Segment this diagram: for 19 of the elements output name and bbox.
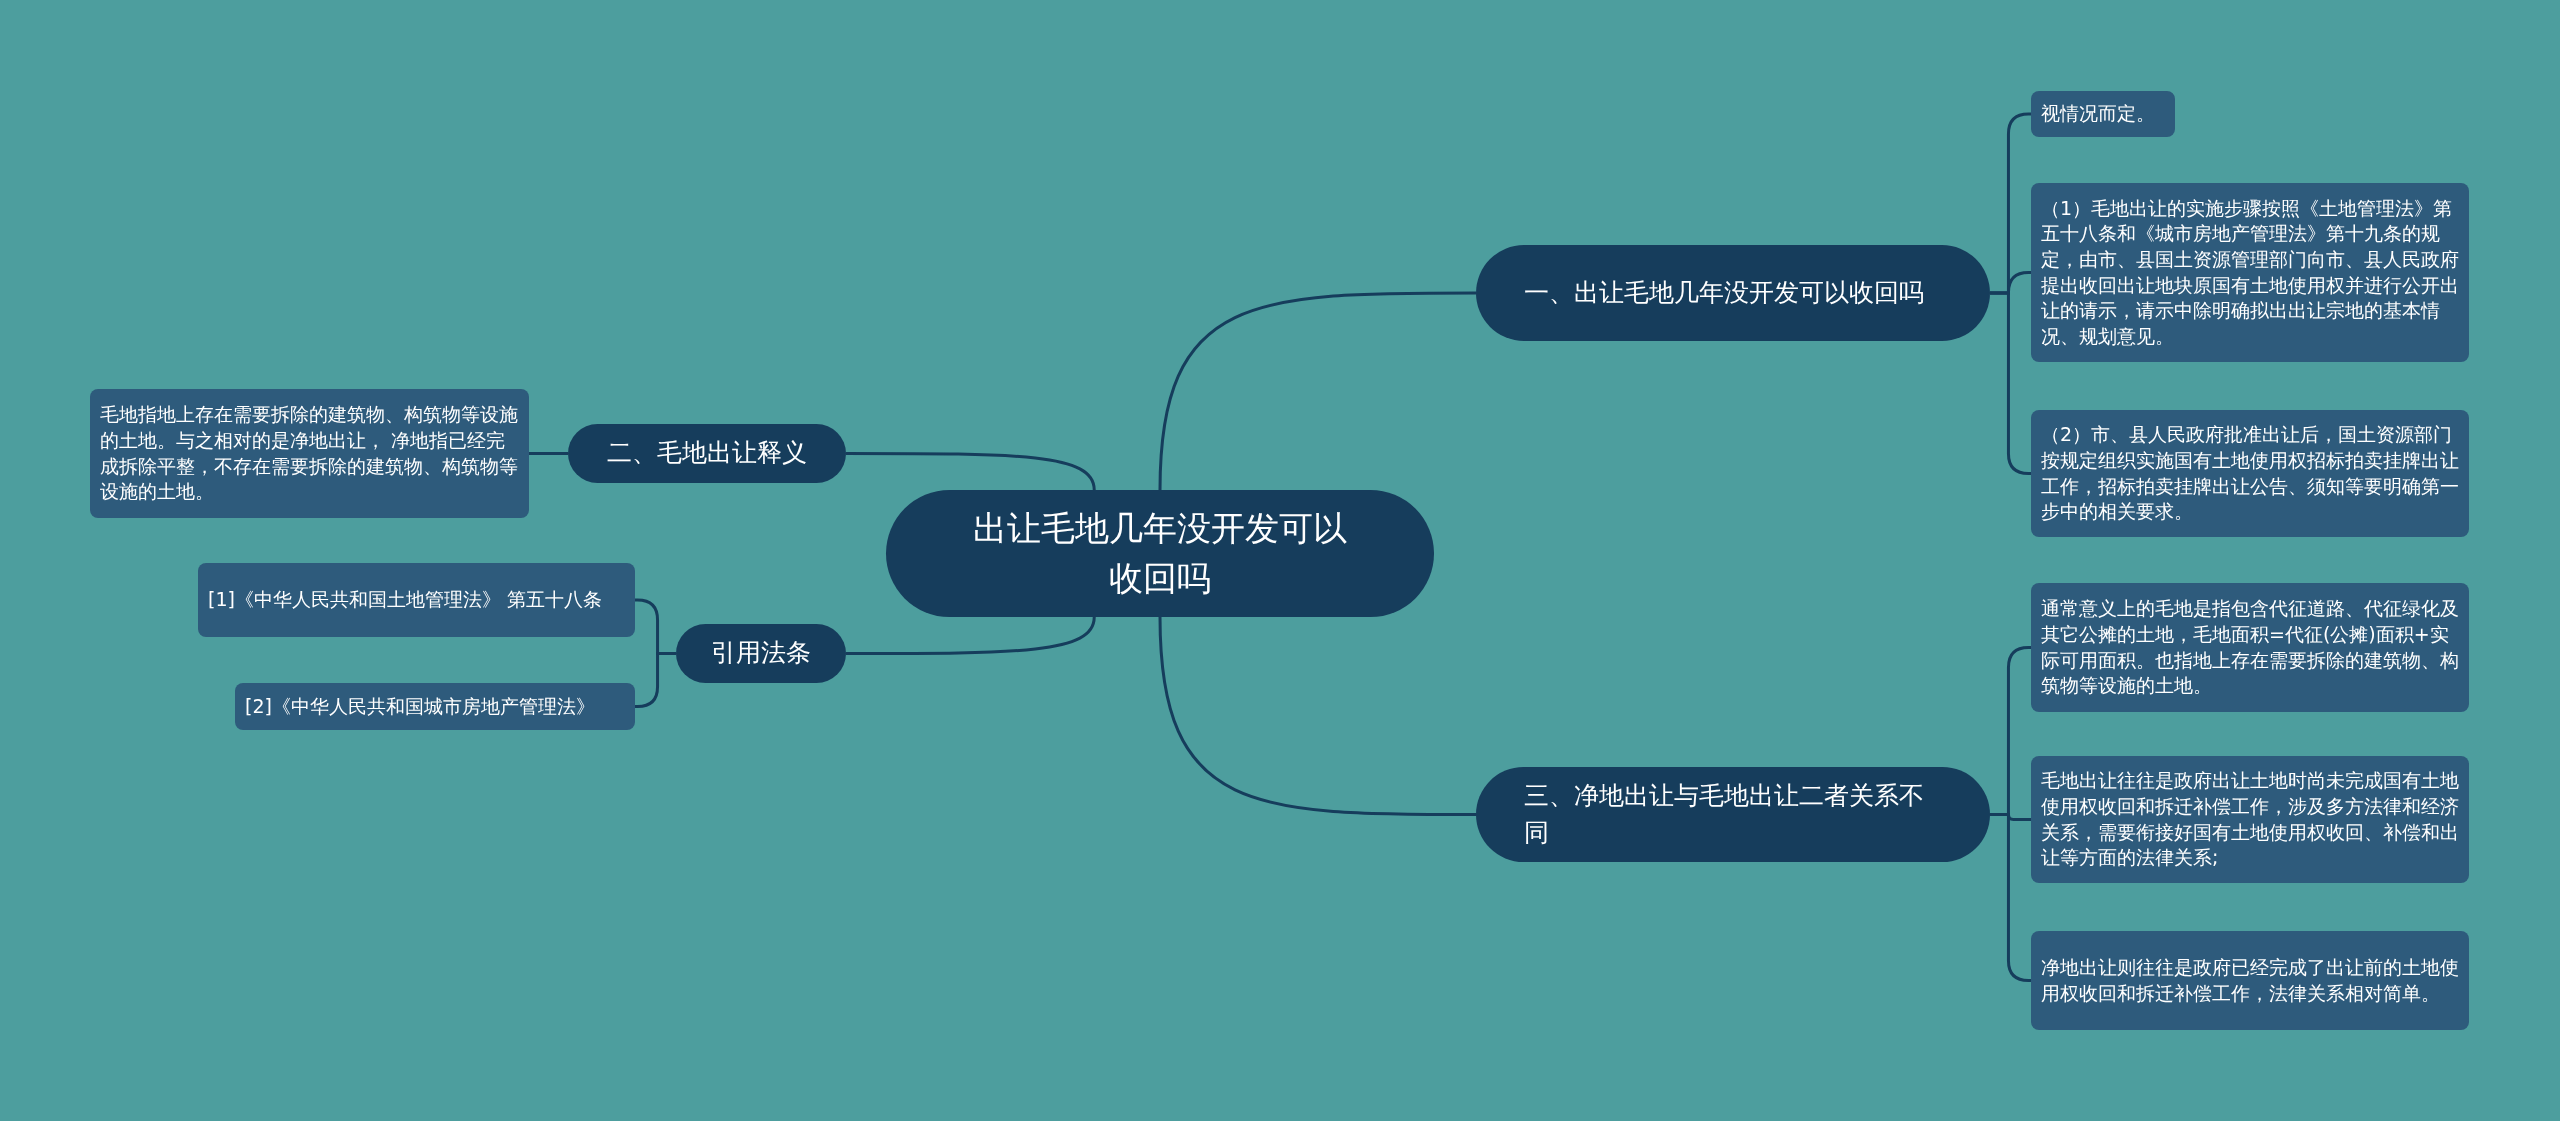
note-box: 毛地指地上存在需要拆除的建筑物、构筑物等设施的土地。与之相对的是净地出让， 净地指已经完成拆除平整，不存在需要拆除的建筑物、构筑物等设施的土地。 bbox=[90, 389, 529, 518]
topic-box: 引用法条 bbox=[676, 624, 846, 683]
note-box: 毛地出让往往是政府出让土地时尚未完成国有土地使用权收回和拆迁补偿工作，涉及多方法律和经济关系，需要衔接好国有土地使用权收回、补偿和出让等方面的法律关系; bbox=[2031, 756, 2469, 883]
connector-line bbox=[529, 452, 568, 455]
note-box: 通常意义上的毛地是指包含代征道路、代征绿化及其它公摊的土地，毛地面积=代征(公摊)面积+实际可用面积。也指地上存在需要拆除的建筑物、构筑物等设施的土地。 bbox=[2031, 583, 2469, 712]
note-box: 净地出让则往往是政府已经完成了出让前的土地使用权收回和拆迁补偿工作，法律关系相对简单。 bbox=[2031, 931, 2469, 1030]
note-box: （2）市、县人民政府批准出让后，国土资源部门按规定组织实施国有土地使用权招标拍卖挂牌出让工作，招标拍卖挂牌出让公告、须知等要明确第一步中的相关要求。 bbox=[2031, 410, 2469, 537]
connector-line bbox=[846, 452, 1096, 491]
note-box: 视情况而定。 bbox=[2031, 91, 2175, 137]
topic-box: 三、净地出让与毛地出让二者关系不同 bbox=[1476, 767, 1990, 862]
note-box: [2]《中华人民共和国城市房地产管理法》 bbox=[235, 683, 635, 730]
connector-line bbox=[1158, 616, 1476, 816]
topic-box: 二、毛地出让释义 bbox=[568, 424, 846, 483]
connector-line bbox=[846, 616, 1096, 655]
note-box: [1]《中华人民共和国土地管理法》 第五十八条 bbox=[198, 563, 635, 637]
central-topic: 出让毛地几年没开发可以收回吗 bbox=[886, 490, 1434, 617]
note-box: （1）毛地出让的实施步骤按照《土地管理法》第五十八条和《城市房地产管理法》第十九条的规定，由市、县国土资源管理部门向市、县人民政府提出收回出让地块原国有土地使用权并进行公开出让的请示，请示中除明确拟出出让宗地的基本情况、规划意见。 bbox=[2031, 183, 2469, 362]
topic-box: 一、出让毛地几年没开发可以收回吗 bbox=[1476, 245, 1990, 341]
connector-line bbox=[1158, 291, 1476, 491]
